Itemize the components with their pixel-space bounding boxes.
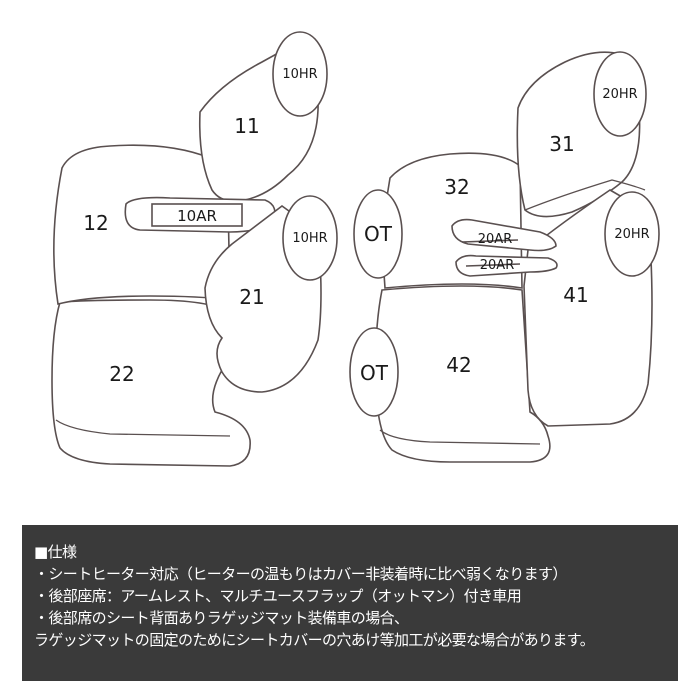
label-42: 42 xyxy=(446,353,471,377)
ottoman-ot-upper xyxy=(353,189,403,279)
part-31-seam xyxy=(524,179,646,211)
label-20ar-lower: 20AR xyxy=(480,258,514,273)
label-20hr-top: 20HR xyxy=(602,87,637,102)
label-20hr-middle: 20HR xyxy=(614,227,649,242)
spec-panel: ■仕様 ・シートヒーター対応（ヒーターの温もりはカバー非装着時に比べ弱くなります… xyxy=(22,525,678,681)
part-20ar-armrest-lower xyxy=(455,254,558,277)
label-10hr-middle: 10HR xyxy=(292,231,327,246)
headrest-20hr-top xyxy=(593,51,647,137)
label-41: 41 xyxy=(563,283,588,307)
label-32: 32 xyxy=(444,175,469,199)
label-ot-upper: OT xyxy=(364,222,393,246)
label-ot-lower: OT xyxy=(360,361,389,385)
label-20ar-upper: 20AR xyxy=(478,232,512,247)
part-20ar-seam-upper xyxy=(461,239,519,243)
part-20ar-armrest-upper xyxy=(451,218,557,252)
ottoman-ot-lower xyxy=(349,327,399,417)
spec-line-luggage-mat: ・後部席のシート背面ありラゲッジマット装備車の場合、 xyxy=(34,609,409,627)
label-10hr-top: 10HR xyxy=(282,67,317,82)
headrest-10hr-middle xyxy=(282,195,338,281)
headrest-20hr-middle xyxy=(604,191,660,277)
label-12: 12 xyxy=(83,211,108,235)
spec-heading: ■仕様 xyxy=(34,543,77,561)
part-22-cushion xyxy=(51,299,251,467)
part-22-seam xyxy=(55,419,231,437)
spec-line-processing-note: ラゲッジマットの固定のためにシートカバーの穴あけ等加工が必要な場合があります。 xyxy=(34,631,595,649)
label-22: 22 xyxy=(109,362,134,386)
label-21: 21 xyxy=(239,285,264,309)
label-11: 11 xyxy=(234,114,259,138)
spec-line-rear-seat: ・後部座席：アームレスト、マルチユースフラップ（オットマン）付き車用 xyxy=(34,587,522,605)
part-42-seam xyxy=(379,429,541,445)
label-10ar: 10AR xyxy=(177,207,217,225)
part-10ar-label-box xyxy=(151,203,243,227)
seat-cover-parts-diagram: 10HR 11 12 10AR 10HR 21 22 20HR 31 32 OT… xyxy=(51,31,660,467)
label-31: 31 xyxy=(549,132,574,156)
headrest-10hr-top xyxy=(272,31,328,117)
spec-line-heater: ・シートヒーター対応（ヒーターの温もりはカバー非装着時に比べ弱くなります） xyxy=(34,565,567,583)
part-20ar-seam-lower xyxy=(465,263,521,267)
